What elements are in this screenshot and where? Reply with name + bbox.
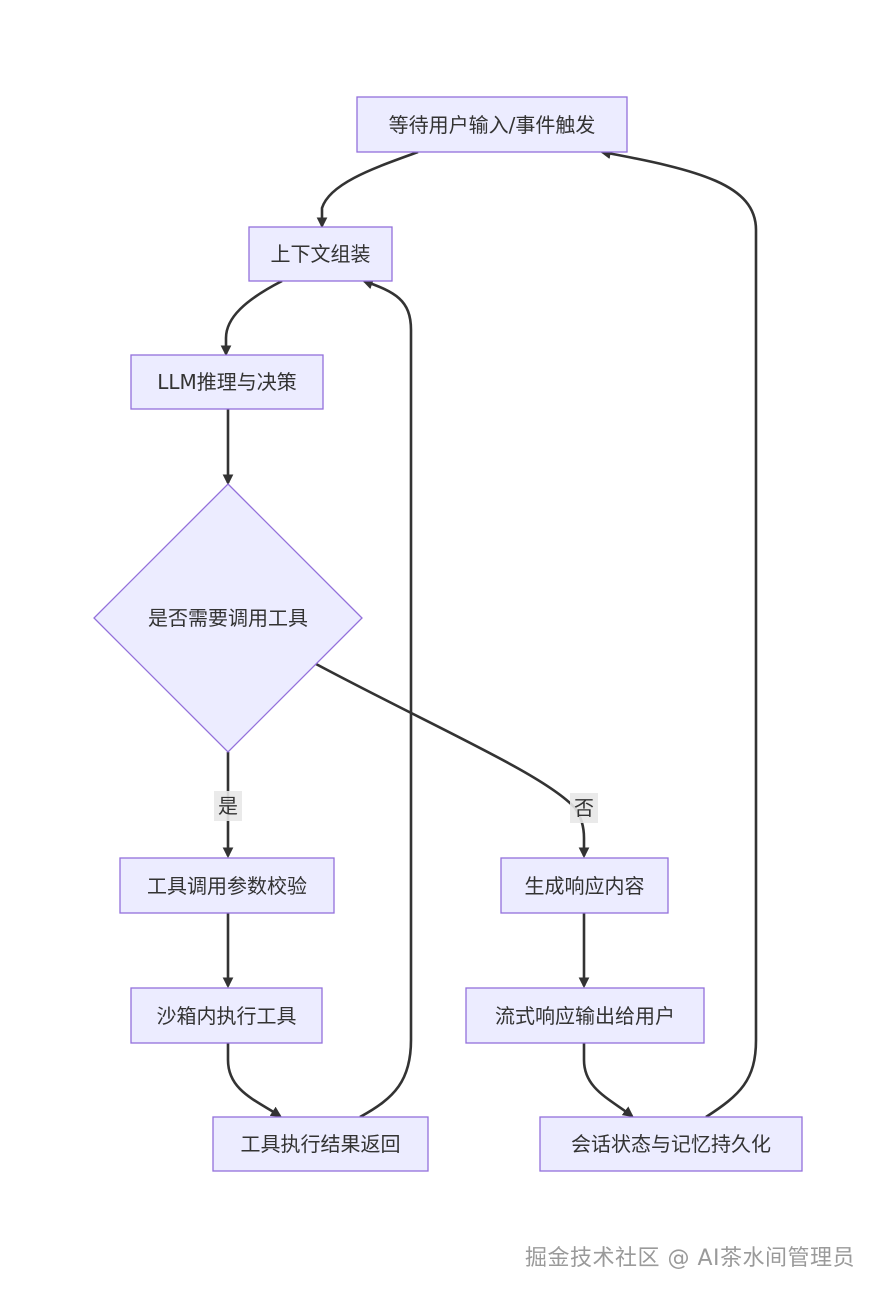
edge-sandbox-to-result (226, 1043, 282, 1118)
edge-context-to-llm (220, 279, 283, 357)
edge-label-yes-text: 是 (218, 794, 238, 818)
edge-label-no-text: 否 (574, 796, 594, 820)
edge-decision-no-to-generate (315, 662, 590, 859)
node-stream: 流式响应输出给用户 (465, 987, 705, 1044)
node-generate: 生成响应内容 (500, 857, 669, 914)
edge-label-no: 否 (570, 793, 598, 823)
edge-persist-to-wait (599, 148, 758, 1119)
node-validate-label: 工具调用参数校验 (147, 874, 307, 898)
node-stream-label: 流式响应输出给用户 (495, 1004, 675, 1028)
node-decision: 是否需要调用工具 (93, 483, 363, 753)
node-generate-label: 生成响应内容 (525, 874, 645, 898)
edge-label-yes: 是 (214, 791, 242, 821)
node-sandbox: 沙箱内执行工具 (130, 987, 323, 1044)
node-wait-label: 等待用户输入/事件触发 (389, 113, 596, 137)
node-result: 工具执行结果返回 (212, 1116, 429, 1172)
node-validate: 工具调用参数校验 (119, 857, 335, 914)
node-wait: 等待用户输入/事件触发 (356, 96, 628, 153)
node-persist-label: 会话状态与记忆持久化 (571, 1132, 771, 1156)
node-sandbox-label: 沙箱内执行工具 (157, 1004, 297, 1028)
edge-result-to-context (359, 278, 413, 1119)
edge-wait-to-context (316, 150, 419, 229)
node-context-label: 上下文组装 (271, 242, 371, 266)
node-persist: 会话状态与记忆持久化 (539, 1116, 803, 1172)
node-llm: LLM推理与决策 (130, 354, 324, 410)
node-llm-label: LLM推理与决策 (157, 370, 297, 394)
node-decision-label: 是否需要调用工具 (148, 606, 308, 630)
node-result-label: 工具执行结果返回 (241, 1132, 401, 1156)
edge-stream-to-persist (582, 1043, 634, 1118)
node-context: 上下文组装 (248, 226, 393, 282)
watermark: 掘金技术社区 @ AI茶水间管理员 (524, 1246, 855, 1271)
